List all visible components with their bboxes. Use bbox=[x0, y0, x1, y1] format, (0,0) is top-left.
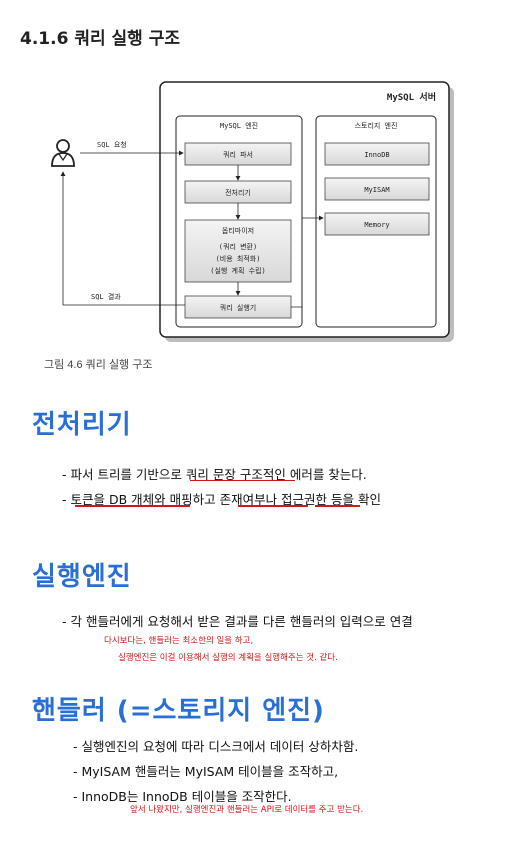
storage-engine-label: MyISAM bbox=[364, 186, 389, 194]
red-note: 실행엔진은 이걸 이용해서 실행의 계획을 실행해주는 것. 같다. bbox=[118, 653, 338, 663]
optimizer-line: (쿼리 변환) bbox=[219, 242, 257, 251]
heading-handler: 핸들러 (=스토리지 엔진) bbox=[32, 696, 325, 726]
heading-execution-engine: 실행엔진 bbox=[32, 562, 132, 592]
sql-request-label: SQL 요청 bbox=[97, 141, 127, 149]
red-note: 다시보다는, 핸들러는 최소한의 일을 하고, bbox=[104, 636, 254, 646]
storage-engine-label: InnoDB bbox=[364, 151, 389, 159]
red-note: 앞서 나왔지만, 실행엔진과 핸들러는 API로 데이터를 주고 받는다. bbox=[130, 805, 364, 815]
server-label: MySQL 서버 bbox=[387, 91, 436, 103]
red-underline bbox=[190, 480, 295, 481]
parser-label: 쿼리 파서 bbox=[223, 150, 253, 159]
storage-engine-label: Memory bbox=[364, 221, 389, 229]
note-line: - MyISAM 핸들러는 MyISAM 테이블을 조작하고, bbox=[73, 764, 339, 779]
storage-engine-innodb bbox=[324, 142, 430, 166]
storage-engine-memory bbox=[324, 212, 430, 236]
note-line: - 파서 트리를 기반으로 쿼리 문장 구조적인 에러를 찾는다. bbox=[62, 467, 367, 482]
user-icon bbox=[51, 139, 75, 167]
executor-label: 쿼리 실행기 bbox=[220, 303, 256, 312]
engine-label: MySQL 엔진 bbox=[220, 121, 258, 130]
note-line: - 각 핸들러에게 요청해서 받은 결과를 다른 핸들러의 입력으로 연결 bbox=[62, 614, 413, 629]
note-line: - InnoDB는 InnoDB 테이블을 조작한다. bbox=[73, 789, 292, 804]
executor-storage-arrow bbox=[291, 215, 324, 308]
query-execution-diagram: MySQL 서버 MySQL 엔진 스토리지 엔진 쿼리 파서 전처리기 옵티마… bbox=[51, 81, 454, 342]
note-line: - 토큰을 DB 개체와 매핑하고 존재여부나 접근권한 등을 확인 bbox=[62, 492, 381, 507]
storage-engine-myisam bbox=[324, 177, 430, 201]
optimizer-line: (실행 계획 수립) bbox=[210, 266, 266, 275]
sql-result-arrow bbox=[60, 171, 185, 306]
red-underline bbox=[75, 505, 190, 507]
figure-caption: 그림 4.6 쿼리 실행 구조 bbox=[44, 359, 153, 371]
optimizer-title: 옵티마이저 bbox=[222, 226, 254, 235]
preprocessor-label: 전처리기 bbox=[225, 188, 251, 197]
red-underline bbox=[238, 505, 308, 507]
note-line: - 실행엔진의 요청에 따라 디스크에서 데이터 상하차함. bbox=[73, 739, 359, 754]
heading-preprocessor: 전처리기 bbox=[32, 410, 132, 440]
optimizer-box bbox=[184, 219, 292, 283]
section-title: 4.1.6 쿼리 실행 구조 bbox=[20, 29, 180, 49]
sql-result-label: SQL 결과 bbox=[91, 292, 121, 301]
storage-label: 스토리지 엔진 bbox=[355, 121, 398, 130]
optimizer-line: (비용 최적화) bbox=[216, 254, 261, 263]
red-underline bbox=[315, 505, 360, 507]
